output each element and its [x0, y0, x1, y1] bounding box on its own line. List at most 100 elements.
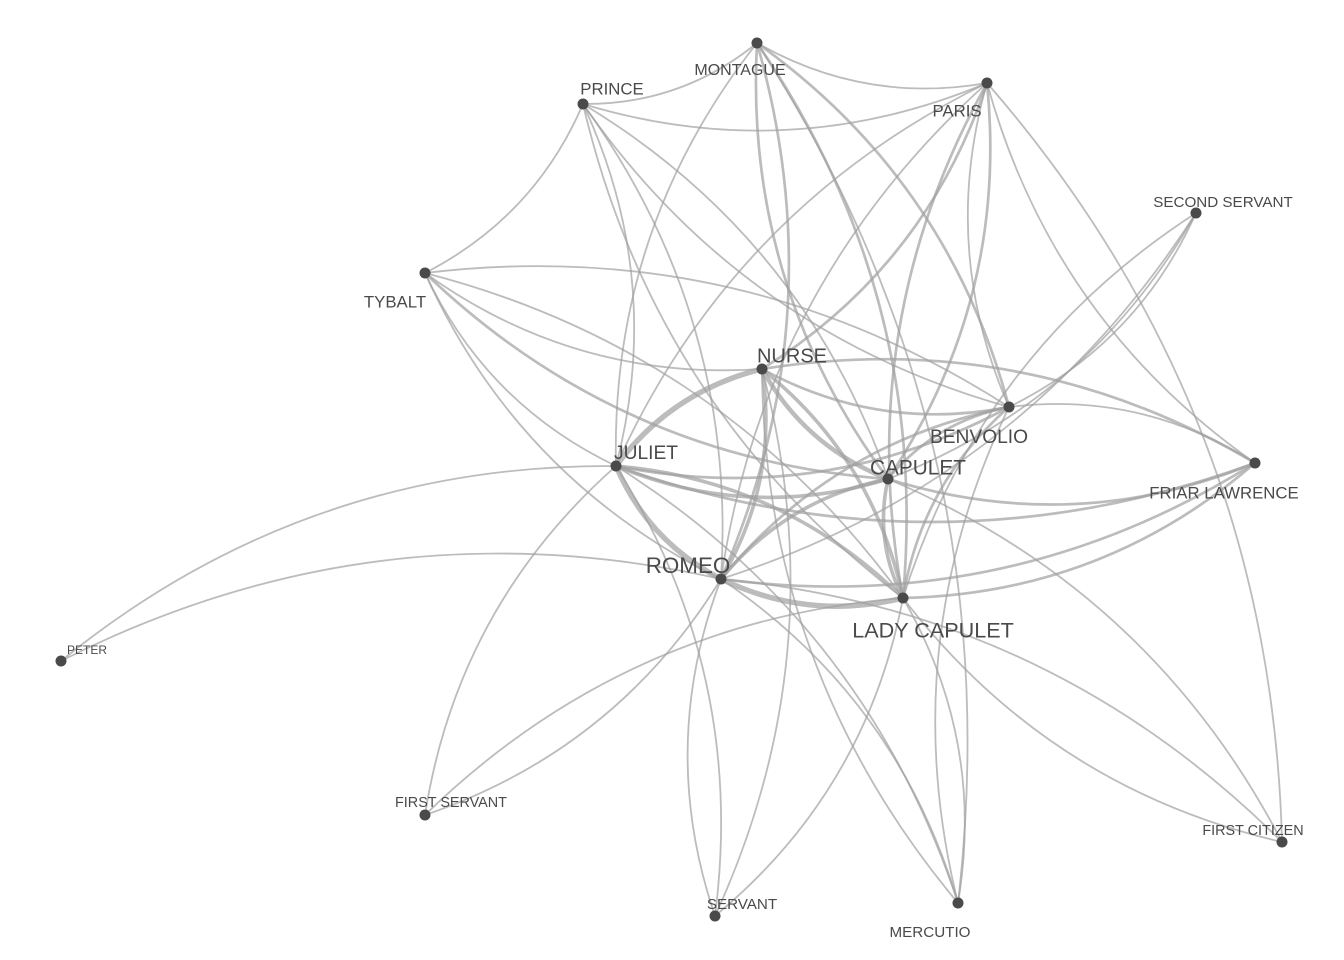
edge-romeo-second-servant — [720, 212, 1197, 580]
edge-capulet-paris — [886, 82, 992, 480]
node-peter[interactable]: PETER — [55, 643, 108, 667]
node-second-servant[interactable]: SECOND SERVANT — [1153, 194, 1293, 219]
node-dot[interactable] — [1276, 836, 1288, 848]
node-romeo[interactable]: ROMEO — [646, 553, 731, 585]
node-first-servant[interactable]: FIRST SERVANT — [395, 795, 507, 821]
node-prince[interactable]: PRINCE — [577, 79, 644, 110]
node-label: FIRST CITIZEN — [1202, 823, 1303, 839]
node-dot[interactable] — [1249, 457, 1261, 469]
node-label: BENVOLIO — [930, 427, 1028, 448]
edge-benvolio-prince — [582, 103, 1010, 408]
node-dot[interactable] — [952, 897, 964, 909]
node-label: MERCUTIO — [890, 924, 971, 941]
node-benvolio[interactable]: BENVOLIO — [930, 401, 1028, 449]
node-label: FIRST SERVANT — [395, 795, 507, 811]
edge-nurse-capulet — [760, 367, 889, 482]
node-label: FRIAR LAWRENCE — [1149, 483, 1299, 502]
node-label: ROMEO — [646, 553, 731, 578]
node-label: LADY CAPULET — [852, 618, 1014, 643]
node-dot[interactable] — [55, 655, 67, 667]
edge-juliet-peter — [60, 465, 617, 662]
node-label: NURSE — [757, 345, 827, 367]
node-nurse[interactable]: NURSE — [756, 345, 828, 375]
edges-layer — [60, 41, 1283, 917]
node-paris[interactable]: PARIS — [932, 77, 993, 121]
edge-romeo-servant — [686, 578, 722, 917]
node-label: MONTAGUE — [694, 62, 785, 79]
node-dot[interactable] — [981, 77, 993, 89]
node-lady-capulet[interactable]: LADY CAPULET — [852, 592, 1014, 643]
node-dot[interactable] — [709, 910, 721, 922]
node-dot[interactable] — [419, 267, 431, 279]
edge-lady-capulet-friar-lawrence — [902, 461, 1256, 600]
edge-capulet-lady-capulet — [881, 478, 905, 599]
node-first-citizen[interactable]: FIRST CITIZEN — [1202, 823, 1304, 848]
node-dot[interactable] — [715, 573, 727, 585]
edge-lady-capulet-mercutio — [902, 597, 966, 904]
edge-capulet-prince — [582, 103, 889, 480]
node-montague[interactable]: MONTAGUE — [694, 37, 786, 80]
edge-benvolio-paris — [966, 82, 1010, 408]
edge-lady-capulet-servant — [714, 597, 904, 917]
node-dot[interactable] — [1003, 401, 1015, 413]
edge-prince-tybalt — [424, 103, 584, 274]
edge-capulet-montague — [754, 42, 890, 480]
edge-benvolio-friar-lawrence — [1008, 403, 1256, 464]
node-friar-lawrence[interactable]: FRIAR LAWRENCE — [1149, 457, 1299, 503]
edge-nurse-lady-capulet — [760, 367, 905, 599]
edge-juliet-mercutio — [615, 465, 959, 904]
edge-lady-capulet-prince — [582, 103, 904, 599]
node-dot[interactable] — [751, 37, 763, 49]
edge-romeo-peter — [60, 552, 722, 662]
node-mercutio[interactable]: MERCUTIO — [890, 897, 971, 942]
edge-nurse-mercutio — [761, 368, 959, 904]
edge-romeo-montague — [719, 42, 791, 580]
edge-paris-first-citizen — [986, 82, 1283, 843]
edge-benvolio-mercutio — [934, 406, 1010, 904]
edge-prince-paris — [582, 82, 988, 132]
edge-montague-prince — [582, 42, 758, 105]
node-dot[interactable] — [882, 473, 894, 485]
node-dot[interactable] — [419, 809, 431, 821]
edge-nurse-tybalt — [424, 272, 763, 372]
edge-capulet-friar-lawrence — [887, 461, 1256, 506]
edge-benvolio-second-servant — [1008, 212, 1197, 408]
edge-romeo-mercutio — [720, 578, 959, 904]
edge-juliet-tybalt — [424, 272, 617, 467]
edge-romeo-first-citizen — [720, 578, 1283, 843]
node-label: PARIS — [932, 101, 981, 120]
edge-romeo-lady-capulet — [719, 576, 904, 609]
edge-montague-paris — [756, 42, 988, 90]
node-dot[interactable] — [897, 592, 909, 604]
edge-benvolio-montague — [756, 41, 1011, 408]
edge-montague-mercutio — [756, 42, 969, 904]
edge-juliet-servant — [615, 465, 722, 917]
edge-juliet-prince — [582, 103, 635, 467]
node-tybalt[interactable]: TYBALT — [364, 267, 431, 312]
edge-capulet-first-citizen — [887, 478, 1283, 843]
node-label: PRINCE — [580, 79, 643, 98]
edge-romeo-tybalt — [424, 272, 722, 580]
edge-capulet-tybalt — [424, 272, 889, 481]
edge-romeo-prince — [582, 103, 724, 580]
edge-romeo-first-servant — [424, 578, 722, 816]
node-dot[interactable] — [756, 363, 768, 375]
edge-lady-capulet-benvolio — [901, 405, 1010, 599]
node-dot[interactable] — [610, 460, 622, 472]
node-capulet[interactable]: CAPULET — [870, 457, 966, 485]
node-dot[interactable] — [1190, 207, 1202, 219]
node-label: TYBALT — [364, 292, 426, 311]
nodes-layer: MONTAGUE PRINCE PARIS SECOND SERVANT TYBALT N… — [55, 37, 1304, 942]
edge-juliet-nurse — [613, 366, 763, 468]
node-juliet[interactable]: JULIET — [610, 443, 679, 472]
edge-lady-capulet-first-citizen — [902, 597, 1283, 843]
node-dot[interactable] — [577, 98, 589, 110]
node-servant[interactable]: SERVANT — [707, 896, 777, 922]
node-label: SERVANT — [707, 896, 777, 913]
node-label: SECOND SERVANT — [1153, 194, 1293, 211]
edge-nurse-benvolio — [761, 367, 1010, 416]
edge-romeo-paris — [720, 82, 988, 580]
node-label: PETER — [67, 643, 107, 657]
edge-nurse-servant — [714, 368, 792, 917]
